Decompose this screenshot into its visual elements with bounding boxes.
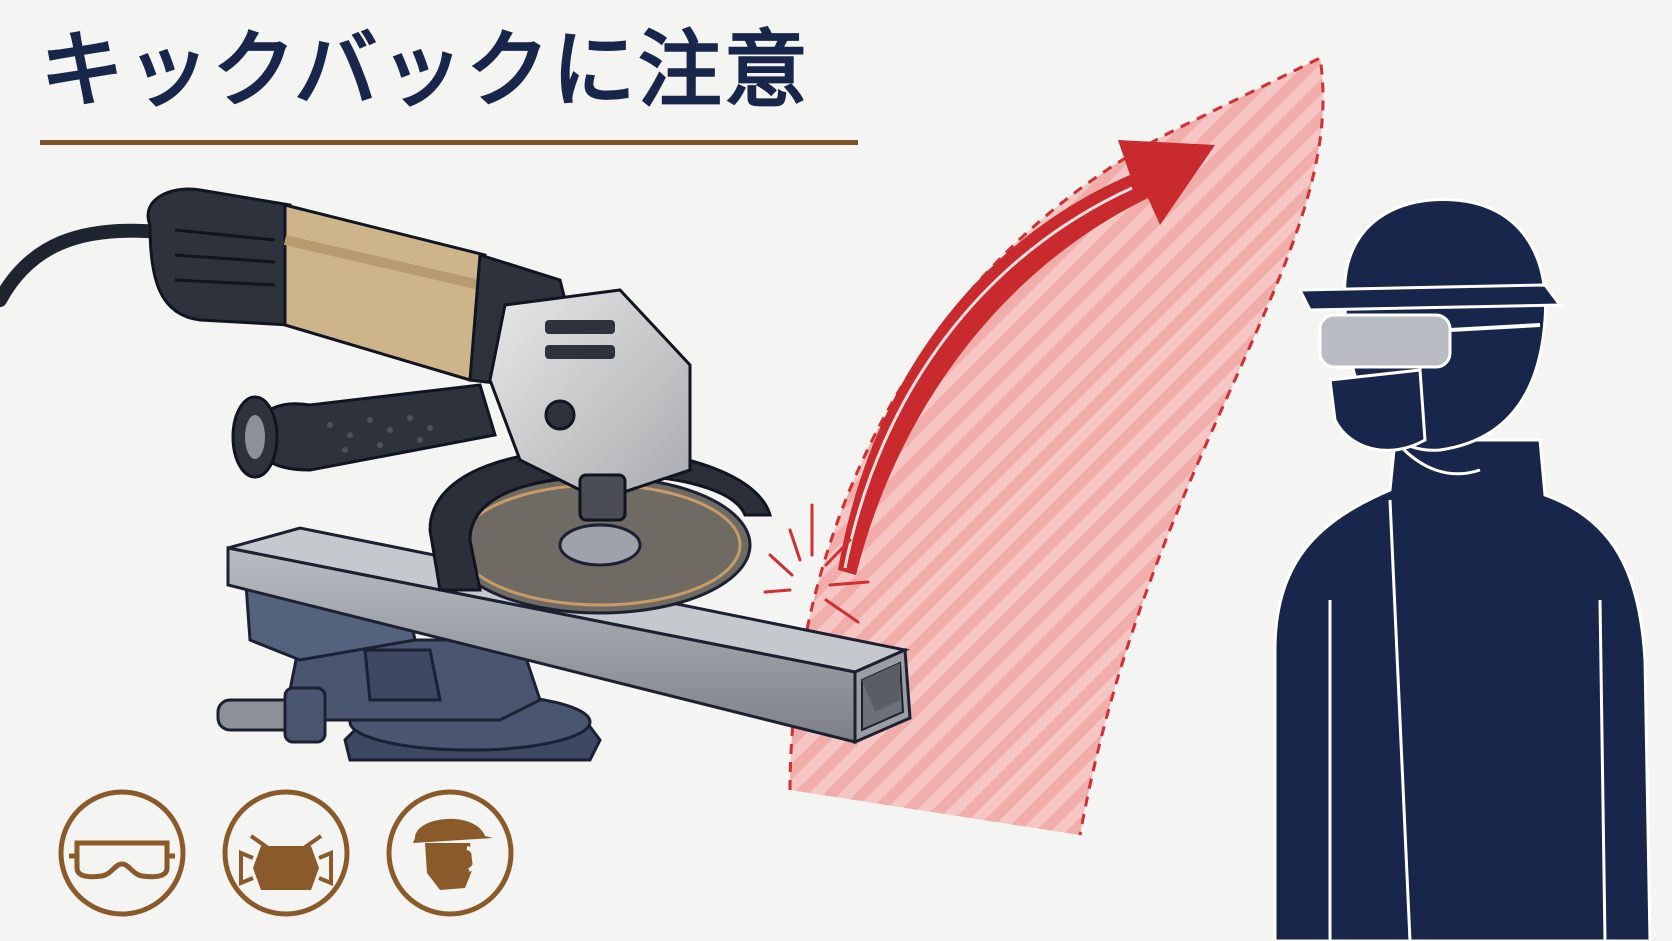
- danger-zone: [790, 58, 1324, 835]
- angle-grinder: [146, 187, 692, 522]
- ppe-badge-goggles: [58, 789, 186, 917]
- safety-goggles-icon: [69, 840, 175, 880]
- danger-zone-outline: [788, 55, 1325, 836]
- title-underline: [40, 140, 858, 145]
- page-title: キックバックに注意: [40, 21, 810, 119]
- kickback-arrow: [838, 140, 1215, 575]
- spark-lines: [763, 503, 870, 624]
- worker-silhouette: [1273, 198, 1652, 941]
- bench-vise: [216, 568, 602, 762]
- kickback-arrow-highlight: [843, 186, 1133, 569]
- ppe-badge-helmet: [386, 789, 514, 917]
- hard-hat-face-shield-icon: [413, 818, 493, 890]
- power-cord: [0, 223, 167, 307]
- ppe-badge-mask: [222, 789, 350, 917]
- dust-mask-icon: [239, 834, 333, 890]
